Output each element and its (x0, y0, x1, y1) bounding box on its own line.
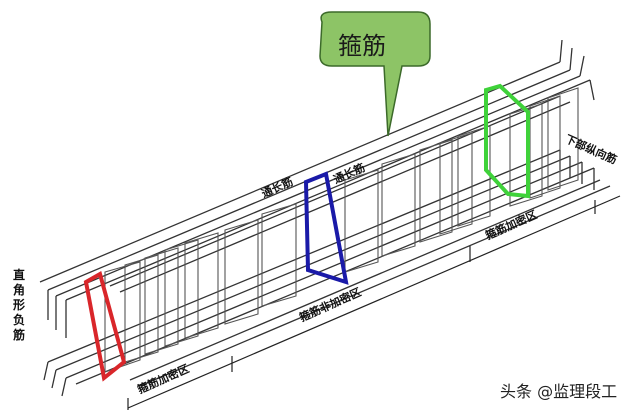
red-stirrup (83, 270, 127, 382)
callout-label: 箍筋 (338, 32, 386, 60)
watermark: 头条 @监理段工 (500, 382, 618, 401)
label-right-angle-negative-bar: 直角形负筋 (12, 268, 25, 342)
dimension-lines (127, 195, 621, 410)
green-stirrup (484, 83, 530, 199)
callout-bubble (319, 11, 431, 137)
blue-stirrup (303, 171, 349, 285)
stirrups (104, 87, 579, 373)
